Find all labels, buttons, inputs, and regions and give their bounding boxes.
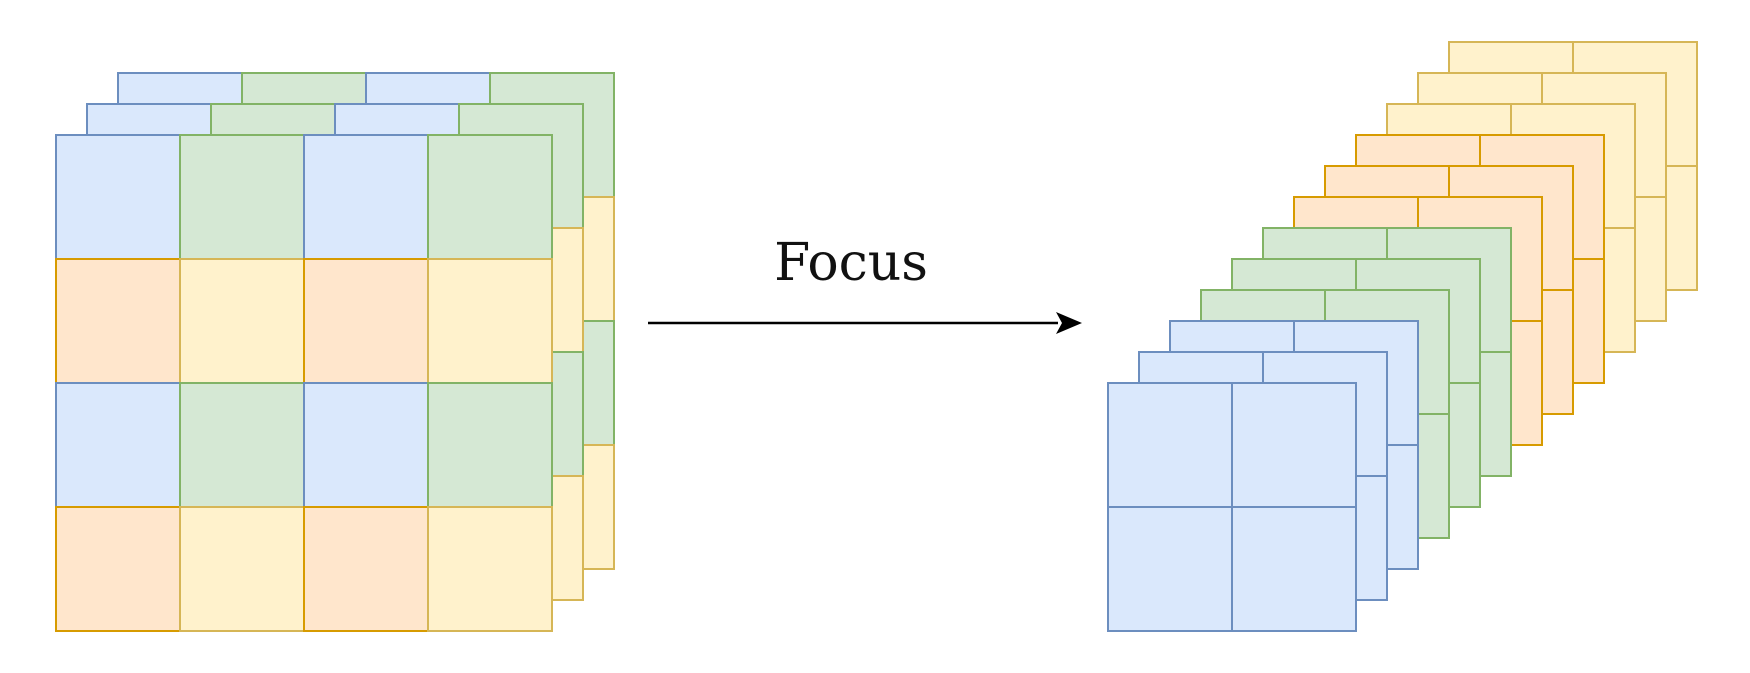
input-cell: [179, 258, 305, 384]
input-cell: [55, 258, 181, 384]
arrow-head-icon: [1056, 312, 1082, 334]
input-cell: [55, 382, 181, 508]
input-cell: [427, 382, 553, 508]
input-cell: [179, 134, 305, 260]
output-slice-1: [1107, 382, 1357, 632]
input-cell: [427, 258, 553, 384]
input-layer-1: [55, 134, 553, 632]
input-tensor-stack: [55, 72, 615, 632]
focus-arrow: [648, 312, 1082, 334]
output-cell: [1231, 506, 1357, 632]
input-cell: [179, 382, 305, 508]
output-cell: [1231, 382, 1357, 508]
output-cell: [1107, 382, 1233, 508]
input-cell: [303, 134, 429, 260]
input-cell: [427, 134, 553, 260]
input-cell: [303, 258, 429, 384]
input-cell: [303, 382, 429, 508]
input-cell: [55, 134, 181, 260]
output-cell: [1107, 506, 1233, 632]
input-cell: [303, 506, 429, 632]
input-cell: [179, 506, 305, 632]
input-cell: [427, 506, 553, 632]
focus-label: Focus: [774, 233, 928, 293]
input-cell: [55, 506, 181, 632]
output-tensor-stack: [1107, 41, 1698, 632]
